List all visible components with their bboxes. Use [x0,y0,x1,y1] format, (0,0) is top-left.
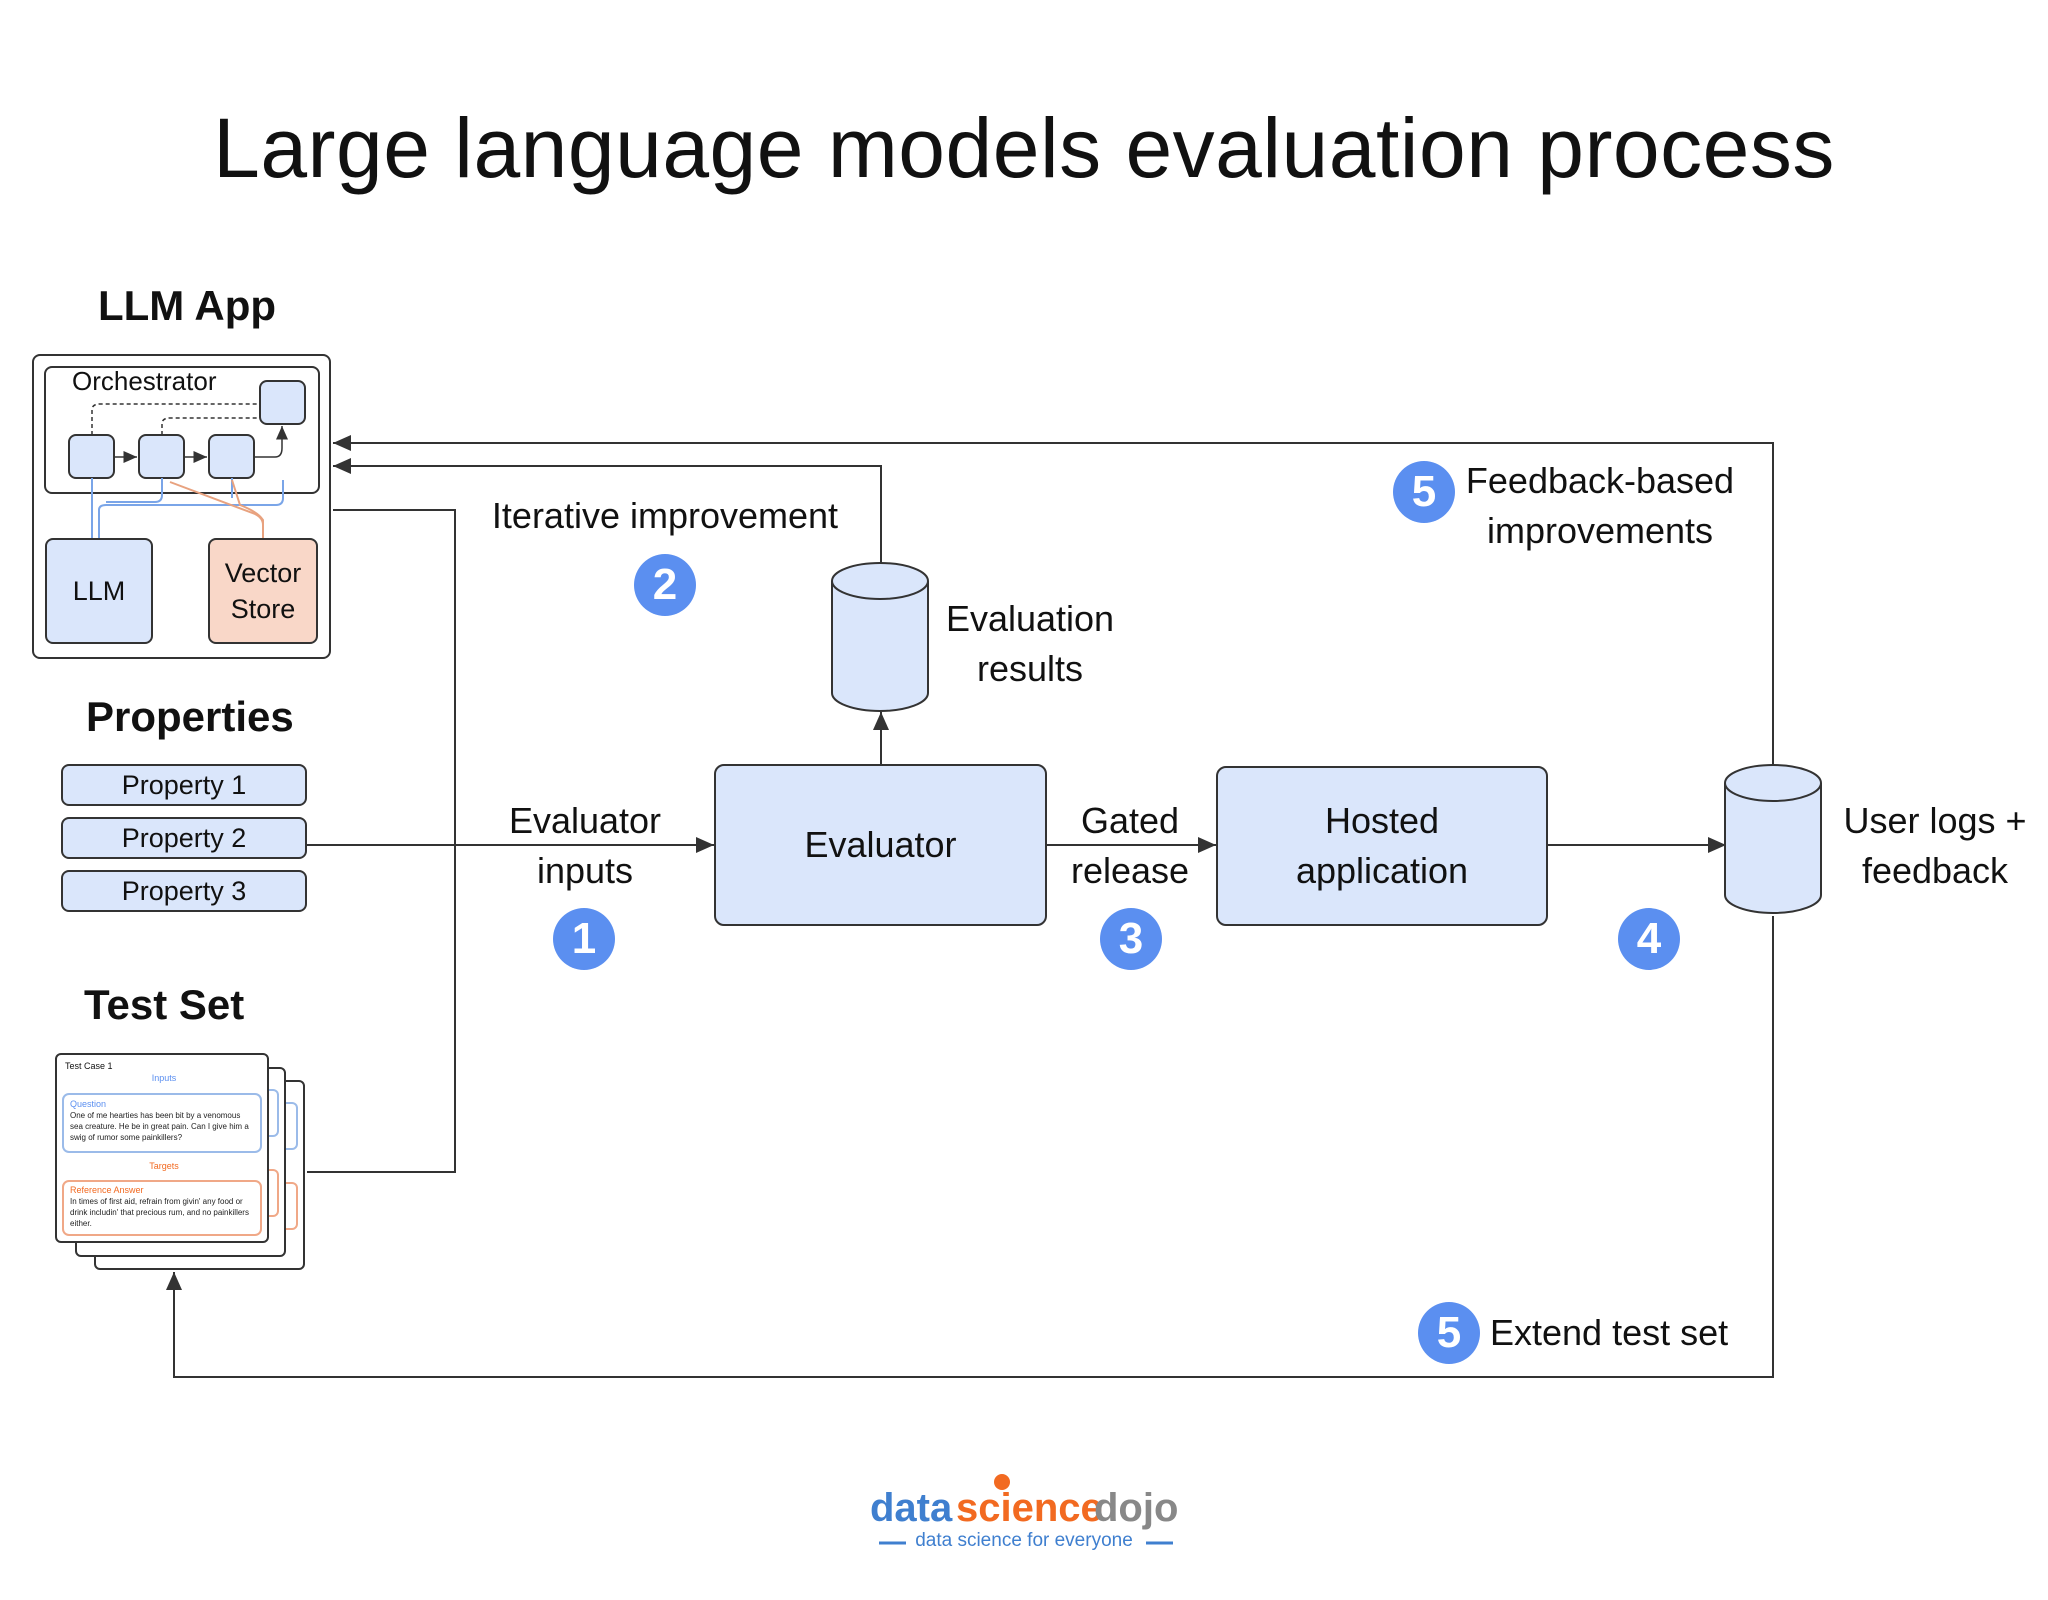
hosted-application-box: Hosted application [1216,766,1548,926]
llm-app-heading: LLM App [98,282,277,329]
feedback-improvements-label: Feedback-based improvements [1465,460,1735,551]
logo-tagline: data science for everyone [915,1530,1133,1551]
step-5-feedback-badge: 5 [1393,461,1455,523]
inputs-label: Inputs [151,1073,177,1083]
svg-text:dojo: dojo [1094,1486,1178,1530]
property-item: Property 3 [61,870,307,912]
question-field: Question One of me hearties has been bit… [62,1093,262,1153]
logo-graphic: data science dojo [870,1474,1178,1545]
vector-store-box: Vector Store [208,538,318,644]
property-item: Property 1 [61,764,307,806]
feedback-line [333,435,1774,766]
iterative-improvement-label: Iterative improvement [491,495,839,536]
svg-text:data: data [870,1486,953,1530]
step-4-badge: 4 [1618,908,1680,970]
extend-test-set-label: Extend test set [1490,1312,1729,1353]
evaluation-results-cylinder [831,562,929,712]
orchestrator-label: Orchestrator [72,366,217,396]
test-case-card: Test Case 1 Inputs Question One of me he… [55,1053,269,1243]
step-1-badge: 1 [553,908,615,970]
step-5-extend-badge: 5 [1418,1302,1480,1364]
input-bus-line [307,509,456,1173]
datasciencedojo-logo: data science dojo data science for every… [824,1468,1224,1554]
evaluation-results-label: Evaluation results [945,598,1115,689]
user-logs-cylinder [1724,764,1822,914]
evaluator-inputs-label: Evaluator inputs [508,800,662,891]
reference-answer-field: Reference Answer In times of first aid, … [62,1180,262,1236]
svg-text:science: science [956,1486,1103,1530]
property-item: Property 2 [61,817,307,859]
evaluator-box: Evaluator [714,764,1047,926]
properties-heading: Properties [86,693,294,740]
step-2-badge: 2 [634,554,696,616]
targets-label: Targets [149,1161,179,1171]
gated-release-label: Gated release [1070,800,1190,891]
orchestrator-graph [68,380,306,538]
llm-app-container [32,354,331,659]
llm-box: LLM [45,538,153,644]
iterative-improvement-line [333,458,882,565]
orchestrator-container [44,366,320,494]
test-set-heading: Test Set [84,981,245,1028]
test-case-title: Test Case 1 [65,1061,113,1071]
step-3-badge: 3 [1100,908,1162,970]
user-logs-label: User logs + feedback [1843,800,2027,891]
page-title: Large language models evaluation process [213,101,1835,195]
extend-test-set-line [166,916,1774,1378]
